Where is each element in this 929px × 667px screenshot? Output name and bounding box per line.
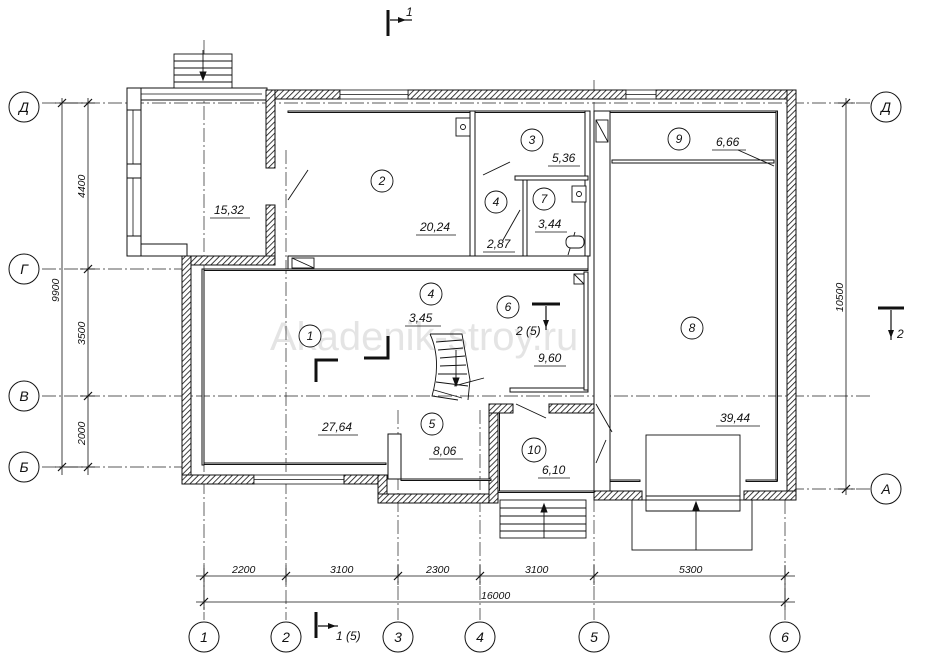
room-2-area: 20,24 [419,220,450,234]
room-2: 2 [370,169,394,193]
room-10: 10 [521,437,547,463]
dim-bottom-3: 2300 [425,564,450,576]
garage-apron [631,434,753,551]
svg-text:4: 4 [476,629,484,645]
axis-marker-v: В [8,380,40,412]
section-corners [314,336,390,382]
svg-text:В: В [19,388,28,404]
svg-text:10: 10 [527,443,541,457]
dimension-chain-bottom [196,565,795,610]
veranda-steps [173,50,233,89]
sanitary-fixtures [291,117,609,285]
room-4-hall: 4 [419,282,443,306]
axis-marker-3: 3 [382,621,414,653]
room-10-area: 6,10 [542,463,566,477]
dim-left-3: 2000 [76,421,88,446]
room-3: 3 [520,128,544,152]
room-8-area: 39,44 [720,411,750,425]
axis-marker-1: 1 [188,621,220,653]
room-4-upper: 4 [484,190,508,214]
room-8: 8 [680,316,704,340]
dim-right-total: 10500 [834,283,846,312]
svg-text:Б: Б [19,459,28,475]
dim-left-1: 4400 [76,174,88,198]
room-7-area: 3,44 [538,217,562,231]
dim-left-total: 9900 [50,278,62,302]
section-top-label: 1 [406,5,413,19]
axis-marker-b: Б [8,451,40,483]
room-1-area: 27,64 [321,420,352,434]
svg-text:6: 6 [781,629,789,645]
axis-marker-2: 2 [270,621,302,653]
svg-text:1: 1 [200,629,208,645]
area-underlines [210,149,760,479]
axis-marker-a: А [870,473,902,505]
section-inner-label: 2 (5) [515,324,541,338]
room-5-area: 8,06 [433,444,457,458]
dimension-right [838,98,855,495]
building-walls [126,87,797,504]
svg-text:2: 2 [281,629,290,645]
svg-text:3: 3 [529,133,536,147]
svg-text:Д: Д [879,99,891,115]
room-6-area: 9,60 [538,351,562,365]
svg-text:Д: Д [17,99,29,115]
dim-total: 16000 [481,590,510,602]
svg-text:5: 5 [590,629,598,645]
axis-marker-d-right: Д [870,91,902,123]
room-3-area: 5,36 [552,151,576,165]
section-mark-inner [532,302,560,330]
dimension-chain-left [55,98,95,475]
axis-marker-5: 5 [578,621,610,653]
svg-text:3: 3 [394,629,402,645]
axis-marker-4: 4 [464,621,496,653]
dim-bottom-4: 3100 [525,564,549,576]
svg-text:1: 1 [307,329,314,343]
svg-text:4: 4 [493,195,500,209]
svg-text:5: 5 [429,417,436,431]
svg-text:4: 4 [428,287,435,301]
section-bottom-label: 1 (5) [336,629,361,643]
svg-text:6: 6 [505,300,512,314]
section-mark-top [386,10,412,36]
svg-text:2: 2 [378,174,386,188]
door-swings [287,149,775,464]
staircase [429,333,485,401]
axis-marker-g: Г [8,253,40,285]
room-6: 6 [496,295,520,319]
axis-marker-6: 6 [769,621,801,653]
dim-bottom-1: 2200 [231,564,256,576]
room-4-hall-area: 3,45 [409,311,433,325]
room-9-area: 6,66 [716,135,740,149]
dim-bottom-5: 5300 [679,564,703,576]
section-mark-right [878,306,904,340]
svg-text:8: 8 [689,321,696,335]
entrance-steps [499,499,587,539]
room-4-upper-area: 2,87 [486,237,512,251]
room-7: 7 [532,187,556,211]
room-9: 9 [667,127,691,151]
svg-text:Г: Г [20,261,29,277]
axis-marker-d: Д [8,91,40,123]
veranda-area: 15,32 [214,203,244,217]
room-5: 5 [420,412,444,436]
svg-text:А: А [880,481,890,497]
interior-partitions [201,110,778,493]
room-1: 1 [298,324,322,348]
svg-text:9: 9 [676,132,683,146]
svg-text:7: 7 [541,192,549,206]
section-mark-bottom [314,612,338,638]
section-right-label: 2 [896,327,904,341]
dim-bottom-2: 3100 [330,564,354,576]
dim-left-2: 3500 [76,321,88,345]
